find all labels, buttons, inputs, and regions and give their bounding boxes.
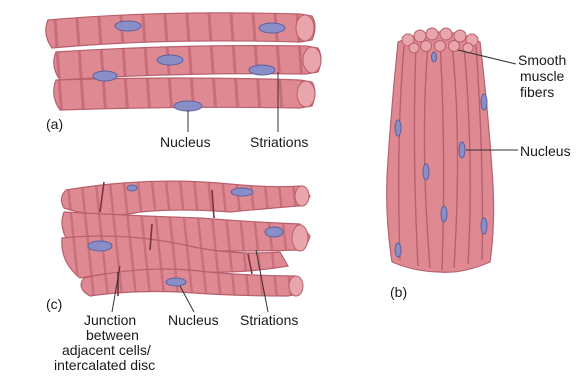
fiber-end bbox=[440, 28, 452, 40]
nucleus bbox=[432, 52, 437, 62]
nucleus bbox=[265, 227, 283, 237]
smooth-muscle-illustration bbox=[387, 28, 518, 272]
nucleus bbox=[249, 65, 275, 75]
label-junction-line4: intercalated disc bbox=[54, 357, 155, 373]
nucleus bbox=[93, 71, 117, 81]
fiber-end bbox=[295, 186, 309, 206]
fiber-end bbox=[414, 30, 426, 42]
nucleus bbox=[231, 188, 253, 196]
label-junction-line2: between bbox=[86, 327, 139, 343]
fiber-end bbox=[296, 15, 314, 41]
nucleus bbox=[441, 206, 447, 222]
panel-a-letter: (a) bbox=[46, 116, 63, 132]
fiber-end bbox=[303, 47, 321, 73]
label-smooth-muscle-fibers-line2: muscle bbox=[520, 68, 564, 84]
fiber-end bbox=[454, 30, 466, 42]
label-nucleus-c: Nucleus bbox=[168, 312, 219, 328]
nucleus bbox=[395, 243, 401, 257]
label-nucleus-b: Nucleus bbox=[520, 143, 571, 159]
label-junction-line3: adjacent cells/ bbox=[62, 342, 151, 358]
nucleus bbox=[174, 101, 202, 111]
nucleus bbox=[88, 241, 112, 251]
nucleus bbox=[127, 185, 137, 191]
cardiac-muscle-illustration bbox=[61, 181, 310, 312]
fiber-end bbox=[421, 41, 432, 52]
nucleus bbox=[459, 142, 465, 158]
nucleus bbox=[481, 218, 487, 234]
label-striations-a: Striations bbox=[250, 134, 308, 150]
fiber-end bbox=[426, 28, 438, 40]
nucleus bbox=[157, 55, 183, 65]
nucleus bbox=[166, 278, 186, 286]
fiber-end bbox=[292, 225, 308, 251]
fiber-end bbox=[297, 81, 315, 107]
label-smooth-muscle-fibers-line3: fibers bbox=[520, 84, 554, 100]
fiber-end bbox=[449, 41, 460, 52]
cardiac-fiber bbox=[61, 181, 310, 215]
label-junction-line1: Junction bbox=[84, 312, 136, 328]
label-nucleus-a: Nucleus bbox=[160, 134, 211, 150]
nucleus bbox=[395, 120, 401, 136]
label-smooth-muscle-fibers-line1: Smooth bbox=[518, 52, 566, 68]
cardiac-fiber bbox=[81, 269, 302, 296]
nucleus bbox=[259, 23, 285, 33]
fiber-end bbox=[289, 276, 303, 296]
panel-c-letter: (c) bbox=[46, 296, 62, 312]
nucleus bbox=[481, 94, 487, 110]
fiber-end bbox=[409, 43, 419, 53]
fiber-end bbox=[435, 41, 446, 52]
label-striations-c: Striations bbox=[240, 312, 298, 328]
nucleus bbox=[423, 164, 429, 180]
skeletal-muscle-illustration bbox=[46, 13, 321, 132]
panel-b-letter: (b) bbox=[390, 284, 407, 300]
nucleus bbox=[115, 21, 141, 31]
